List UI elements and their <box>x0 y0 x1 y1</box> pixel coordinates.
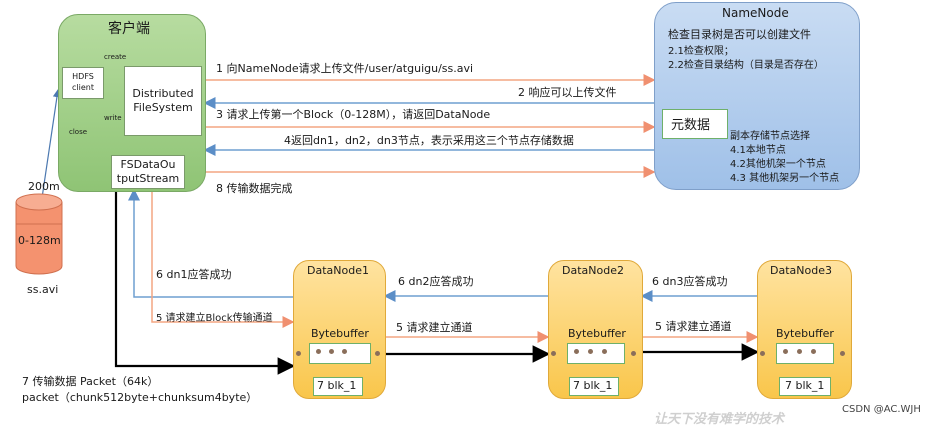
datanode-2-bytebuffer <box>567 343 625 364</box>
close-label: close <box>69 128 88 136</box>
datanode-2-blk-box <box>569 377 619 396</box>
namenode <box>654 2 860 190</box>
packet-dot <box>602 349 607 354</box>
packet-dot <box>797 349 802 354</box>
message-5-dn2: 5 请求建立通道 <box>396 321 473 334</box>
replica-line4: 4.3 其他机架另一个节点 <box>730 173 840 184</box>
arrow-5-request-dn1 <box>151 190 295 328</box>
datanode-3-title: DataNode3 <box>770 264 832 277</box>
namenode-title: NameNode <box>722 6 789 20</box>
namenode-check-line2: 2.1检查权限； <box>668 46 734 57</box>
hdfs-client-line2: client <box>72 83 94 92</box>
dfs-line1: Distributed <box>132 87 194 100</box>
watermark: 让天下没有难学的技术 <box>654 412 785 427</box>
client-title: 客户端 <box>108 21 150 37</box>
datanode-1-blk-box <box>313 377 363 396</box>
metadata-label: 元数据 <box>671 118 711 133</box>
packet-dot <box>588 349 593 354</box>
datanode-2-buffer-label: Bytebuffer <box>568 327 626 340</box>
datanode-3 <box>757 260 852 399</box>
packet-dot <box>296 351 301 356</box>
message-4: 4返回dn1，dn2，dn3节点，表示采用这三个节点存储数据 <box>284 134 574 147</box>
hdfs-client-line1: HDFS <box>72 72 94 81</box>
message-8: 8 传输数据完成 <box>216 182 293 195</box>
datanode-1-blk-label: 7 blk_1 <box>317 379 357 392</box>
file-block-label: 0-128m <box>18 234 61 247</box>
hdfs-client-box: HDFS client <box>62 67 104 99</box>
namenode-check-line1: 检查目录树是否可以创建文件 <box>668 28 811 41</box>
fsdos-line1: FSDataOu <box>120 158 176 171</box>
file-cylinder-icon <box>15 193 63 275</box>
fsdataoutputstream-box: FSDataOu tputStream <box>111 155 185 189</box>
packet-dot <box>760 351 765 356</box>
message-1: 1 向NameNode请求上传文件/user/atguigu/ss.avi <box>216 62 474 75</box>
datanode-2-title: DataNode2 <box>562 264 624 277</box>
create-label: create <box>104 53 127 61</box>
packet-dot <box>316 349 321 354</box>
packet-dot <box>342 349 347 354</box>
datanode-1 <box>293 260 386 399</box>
packet-detail: packet（chunk512byte+chunksum4byte） <box>22 391 258 404</box>
packet-dot <box>840 351 845 356</box>
message-5-dn3: 5 请求建立通道 <box>655 320 732 333</box>
write-label: write <box>104 114 122 122</box>
metadata-box <box>662 109 728 139</box>
datanode-3-blk-label: 7 blk_1 <box>785 379 825 392</box>
arrow-file-to-client <box>41 88 62 199</box>
datanode-2 <box>548 260 643 399</box>
datanode-1-title: DataNode1 <box>307 264 369 277</box>
packet-dot <box>574 349 579 354</box>
datanode-3-blk-box <box>779 377 831 396</box>
arrow-7-packet-dn1 <box>114 190 296 375</box>
message-5-dn1: 5 请求建立Block传输通道 <box>156 313 273 324</box>
message-3: 3 请求上传第一个Block（0-128M），请返回DataNode <box>216 108 491 121</box>
packet-dot <box>631 351 636 356</box>
message-6-dn2: 6 dn2应答成功 <box>398 275 474 288</box>
datanode-1-buffer-label: Bytebuffer <box>311 327 369 340</box>
fsdos-line2: tputStream <box>116 172 180 185</box>
packet-dot <box>375 351 380 356</box>
message-6-dn1: 6 dn1应答成功 <box>156 268 232 281</box>
file-name-label: ss.avi <box>27 283 59 296</box>
datanode-3-bytebuffer <box>776 343 834 364</box>
file-size-label: 200m <box>28 180 60 193</box>
packet-label: 7 传输数据 Packet（64k） <box>22 375 159 388</box>
packet-dot <box>551 351 556 356</box>
csdn-credit: CSDN @AC.WJH <box>842 404 921 415</box>
arrow-6-dn1-ack <box>128 188 293 298</box>
dfs-line2: FileSystem <box>133 101 193 114</box>
namenode-check-line3: 2.2检查目录结构（目录是否存在） <box>668 60 824 71</box>
message-6-dn3: 6 dn3应答成功 <box>652 275 728 288</box>
packet-dot <box>329 349 334 354</box>
datanode-2-blk-label: 7 blk_1 <box>573 379 613 392</box>
replica-line1: 副本存储节点选择 <box>730 131 810 142</box>
replica-line3: 4.2其他机架一个节点 <box>730 159 826 170</box>
datanode-3-buffer-label: Bytebuffer <box>776 327 834 340</box>
datanode-1-bytebuffer <box>309 343 371 364</box>
packet-dot <box>783 349 788 354</box>
packet-dot <box>811 349 816 354</box>
distributed-filesystem-box: Distributed FileSystem <box>124 66 202 136</box>
message-2: 2 响应可以上传文件 <box>518 86 617 99</box>
replica-line2: 4.1本地节点 <box>730 145 786 156</box>
